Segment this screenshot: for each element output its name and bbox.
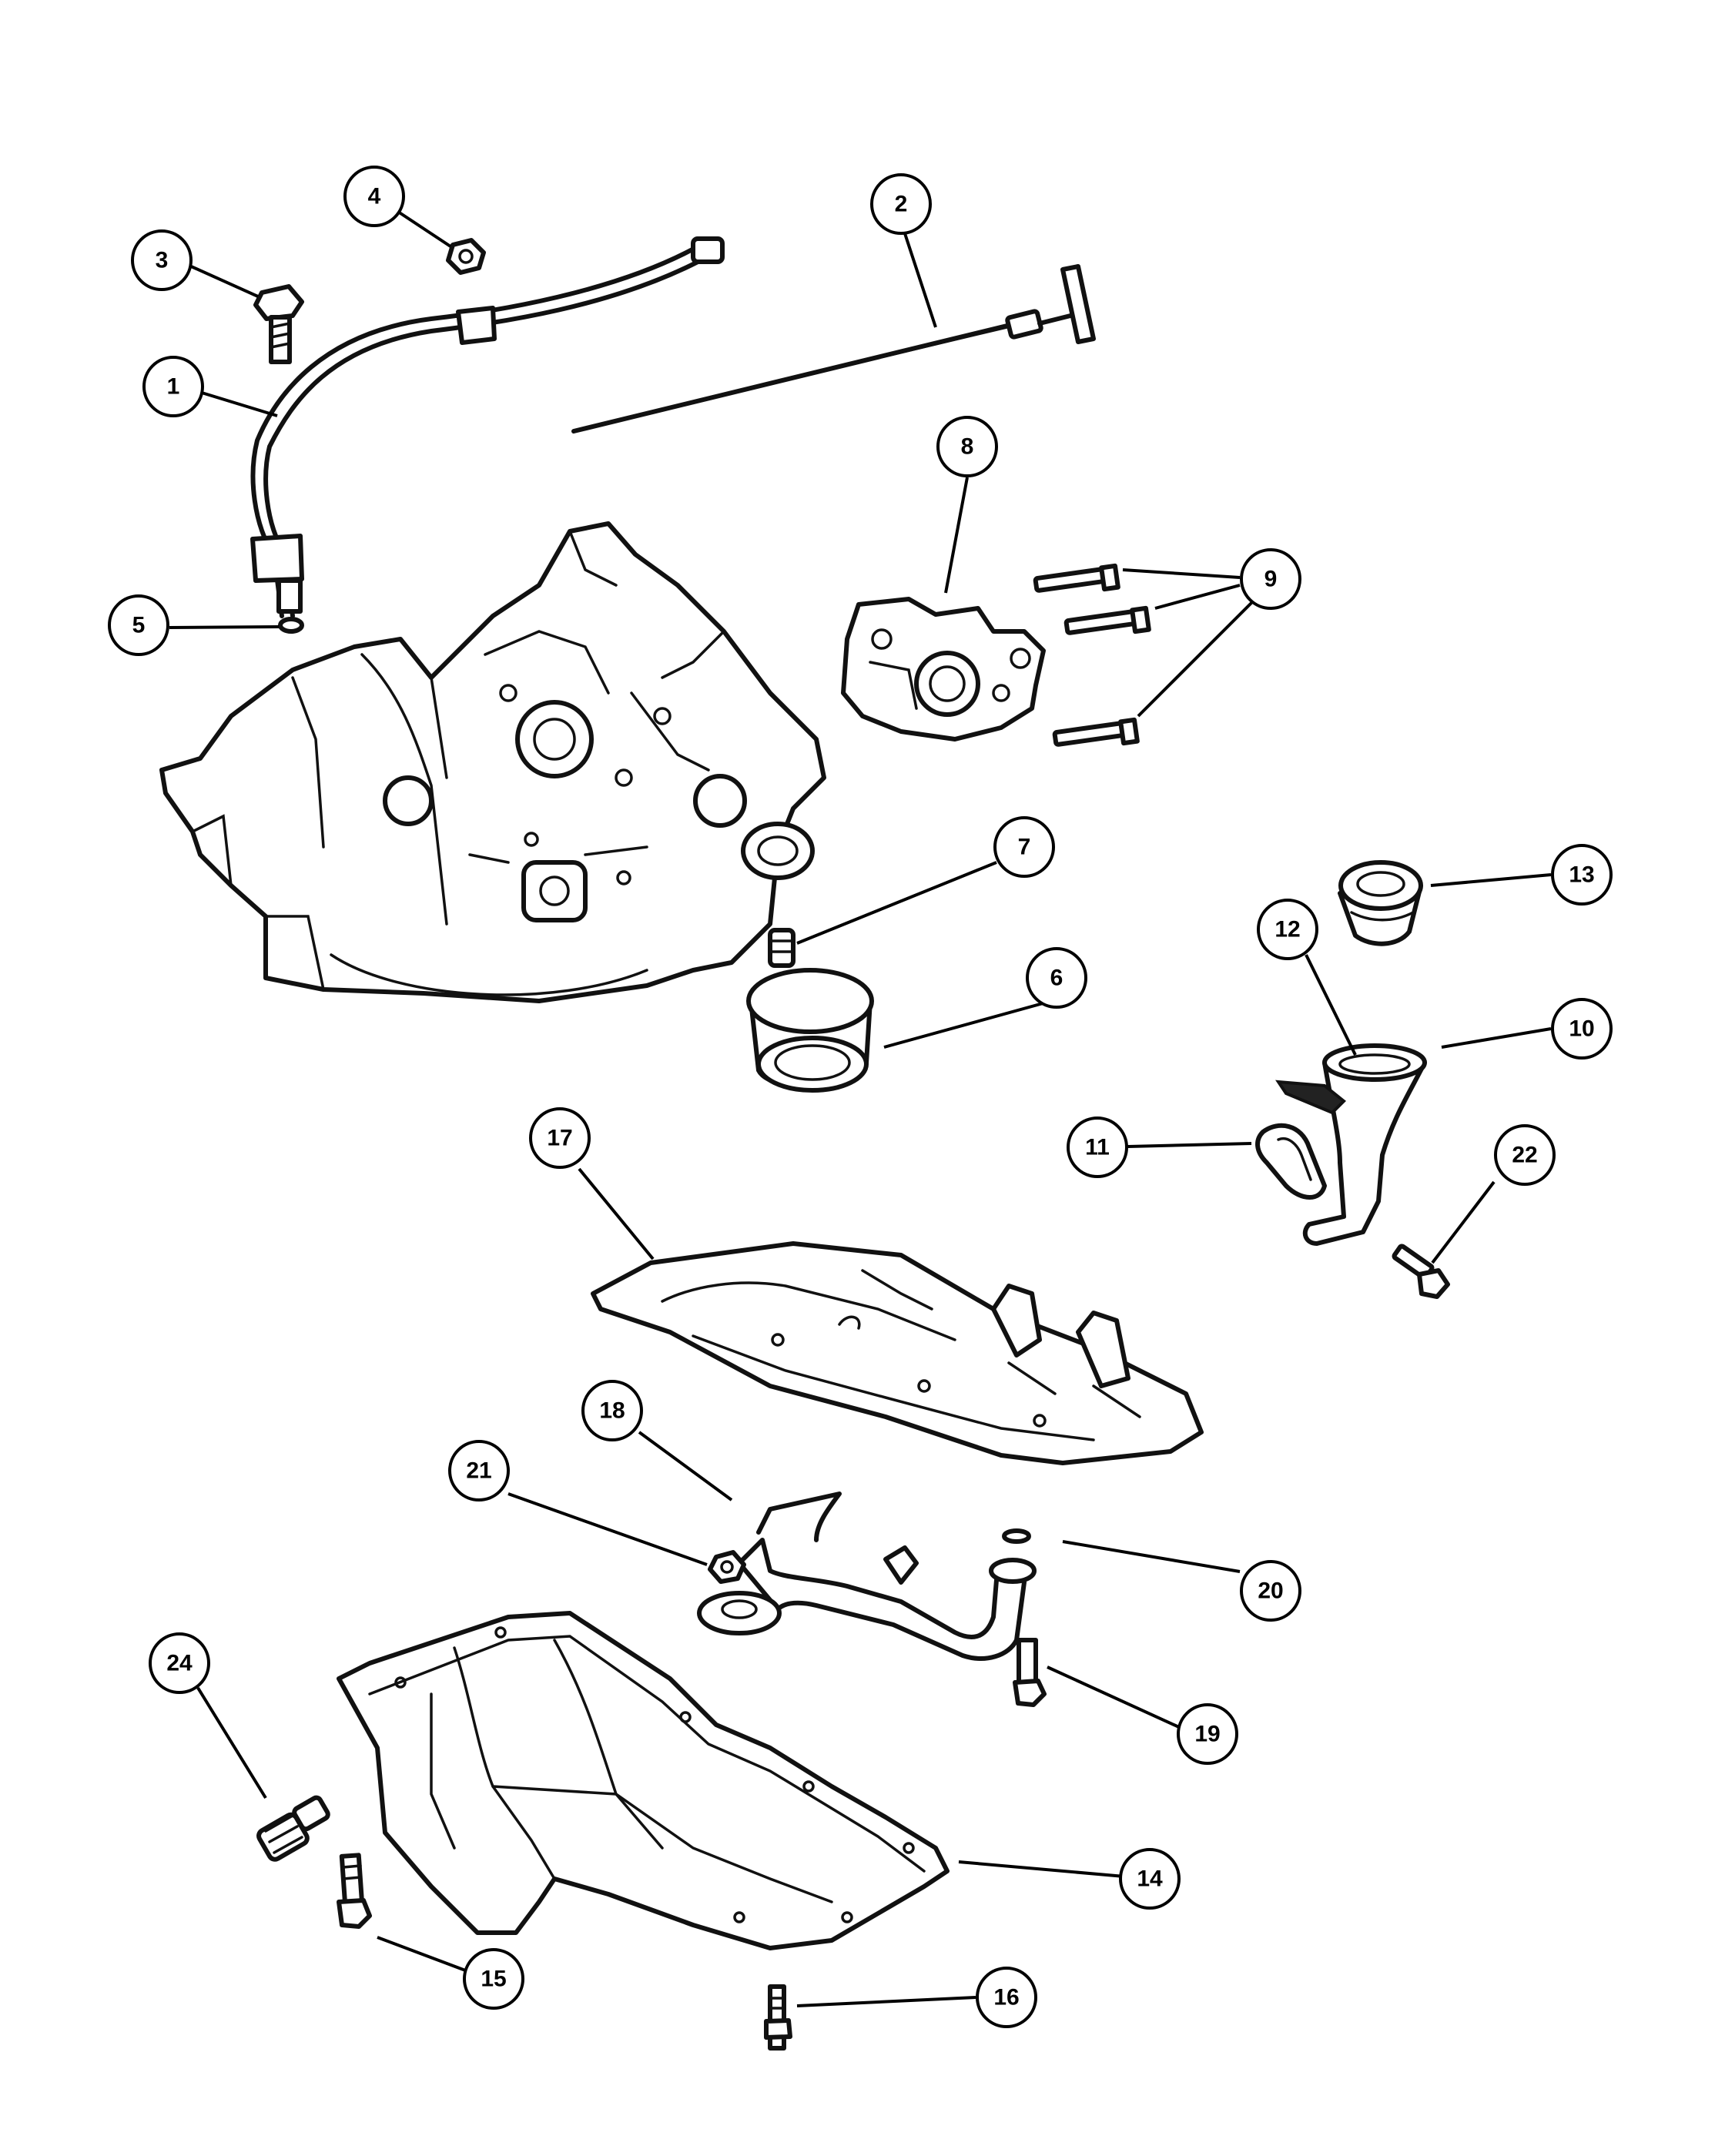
oil-filter-adapter	[768, 928, 796, 968]
svg-text:20: 20	[1258, 1578, 1283, 1604]
svg-text:22: 22	[1512, 1143, 1537, 1168]
svg-text:8: 8	[961, 434, 974, 460]
callout-19: 19	[1177, 1703, 1238, 1765]
callout-5: 5	[108, 594, 169, 656]
callout-8: 8	[936, 416, 998, 477]
nut-4	[446, 238, 486, 275]
filler-tube-gasket	[1255, 1123, 1327, 1200]
callout-12: 12	[1257, 899, 1318, 960]
svg-text:4: 4	[368, 184, 381, 209]
callout-22: 22	[1494, 1124, 1556, 1186]
dipstick-tube	[250, 236, 725, 618]
stud-16	[764, 1984, 792, 2051]
callout-2: 2	[870, 173, 932, 235]
o-ring-20	[1002, 1528, 1031, 1544]
callout-14: 14	[1119, 1848, 1181, 1910]
callout-3: 3	[131, 229, 193, 291]
callout-1: 1	[142, 356, 204, 417]
callout-20: 20	[1240, 1560, 1301, 1622]
svg-text:5: 5	[132, 613, 146, 638]
svg-text:3: 3	[156, 248, 169, 273]
callout-10: 10	[1551, 998, 1613, 1060]
svg-text:9: 9	[1264, 567, 1278, 592]
svg-text:16: 16	[993, 1985, 1019, 2010]
callout-17: 17	[529, 1107, 591, 1169]
callout-9: 9	[1240, 548, 1301, 610]
svg-text:13: 13	[1569, 862, 1594, 888]
callout-6: 6	[1026, 947, 1087, 1009]
svg-text:15: 15	[481, 1967, 506, 1992]
bolt-22	[1392, 1244, 1450, 1299]
oil-filler-tube	[1275, 1043, 1427, 1246]
svg-text:18: 18	[599, 1398, 625, 1424]
svg-text:7: 7	[1018, 835, 1031, 860]
callout-18: 18	[581, 1380, 643, 1441]
svg-text:21: 21	[466, 1458, 491, 1484]
svg-text:1: 1	[167, 374, 180, 400]
svg-text:2: 2	[895, 192, 908, 217]
svg-text:24: 24	[166, 1651, 193, 1676]
svg-text:6: 6	[1050, 966, 1063, 991]
callout-21: 21	[448, 1440, 510, 1502]
callout-16: 16	[976, 1967, 1037, 2028]
svg-text:10: 10	[1569, 1016, 1594, 1042]
engine-block	[159, 521, 826, 1003]
svg-text:19: 19	[1194, 1722, 1220, 1747]
bolt-15	[337, 1853, 372, 1929]
oil-filler-cap	[1338, 860, 1423, 946]
callout-7: 7	[993, 816, 1055, 878]
drain-plug	[256, 1795, 330, 1862]
svg-text:11: 11	[1085, 1135, 1110, 1160]
callout-15: 15	[463, 1948, 524, 2010]
dipstick	[571, 264, 1096, 434]
nut-21	[708, 1550, 746, 1584]
windage-tray	[591, 1241, 1204, 1465]
oil-pan	[337, 1611, 950, 1950]
callout-11: 11	[1067, 1116, 1128, 1178]
svg-text:12: 12	[1274, 917, 1300, 942]
oil-pump-bolts	[1033, 563, 1151, 747]
callout-13: 13	[1551, 844, 1613, 906]
svg-text:17: 17	[547, 1126, 572, 1151]
oil-filter	[746, 968, 874, 1093]
callout-24: 24	[149, 1632, 210, 1694]
oil-pickup-tube	[697, 1491, 1037, 1661]
o-ring-5	[278, 617, 304, 634]
oil-pump	[841, 597, 1046, 742]
svg-text:14: 14	[1137, 1866, 1163, 1892]
callout-4: 4	[343, 166, 405, 227]
bolt-19	[1013, 1638, 1047, 1707]
leader-lines	[169, 210, 1552, 2007]
bolt-3	[253, 284, 304, 364]
